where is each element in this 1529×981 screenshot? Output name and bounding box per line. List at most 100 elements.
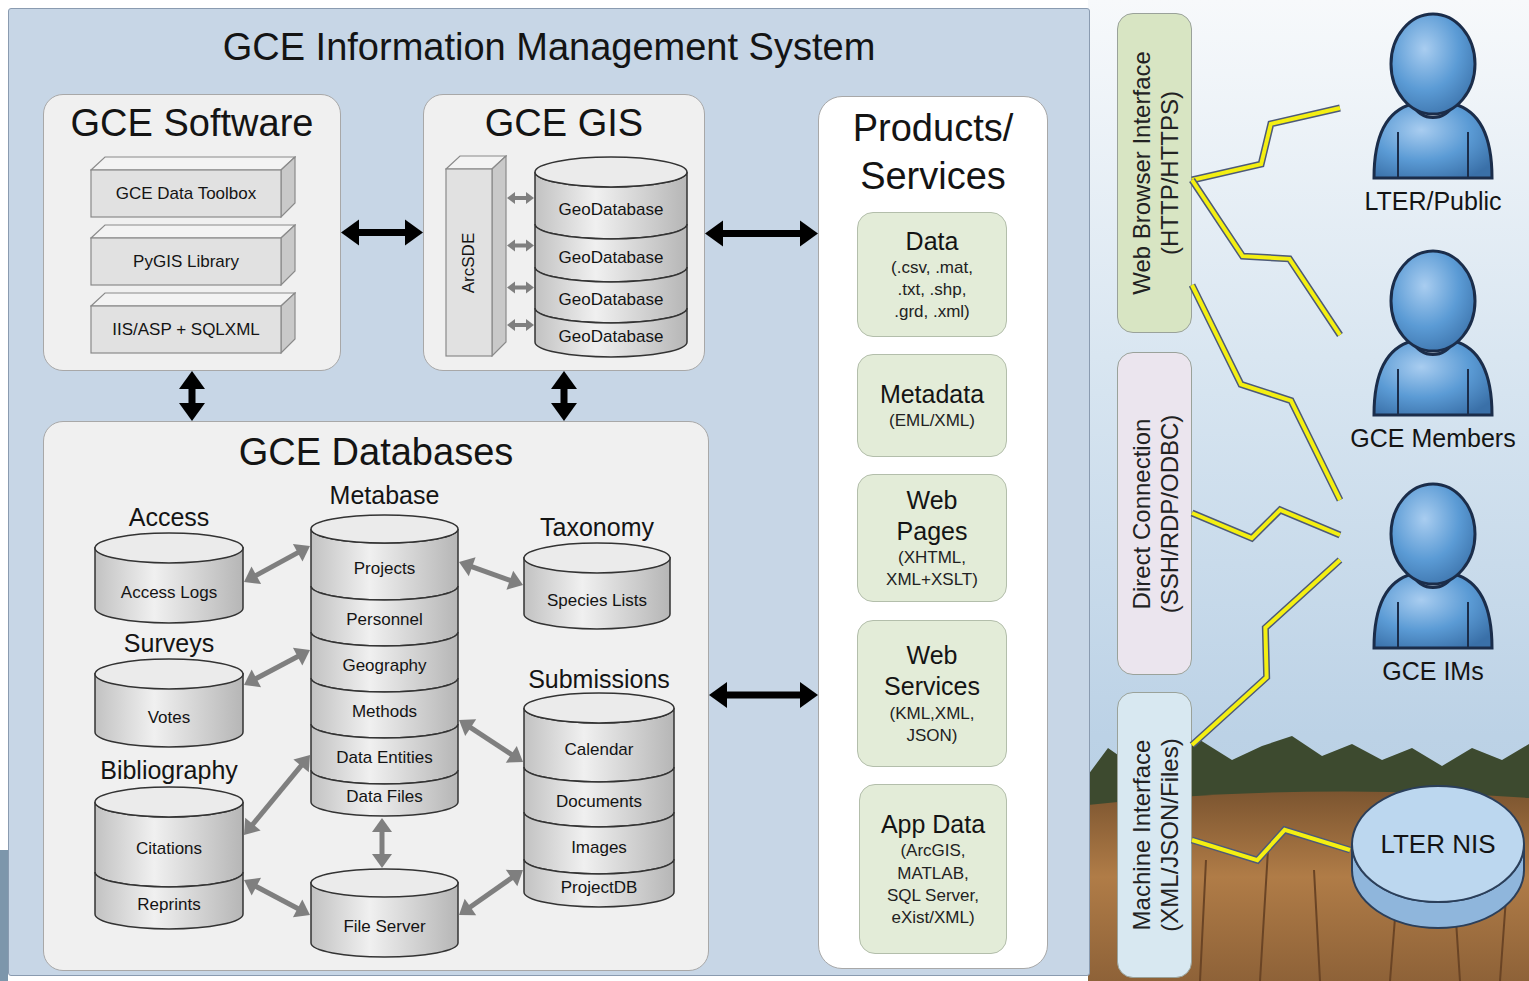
store-body: File Server [310,868,459,958]
cylinder-top [95,787,243,817]
table-segment: Citations [94,802,244,872]
store-name: Bibliography [94,754,244,786]
cylinder-segment-shape [94,787,244,887]
lightning-link [1192,830,1350,860]
geodatabase: GeoDatabase [534,224,688,267]
table-segment: Projects [310,529,459,586]
interface-band: Direct Connection(SSH/RDP/ODBC) [1117,352,1192,675]
arrow-head [551,371,577,389]
arrow-head [244,878,261,896]
database-stack: MetabaseProjectsPersonnelGeographyMethod… [310,480,459,818]
segment-face: GeoDatabase [534,184,688,236]
connector [459,870,523,915]
connector-line [513,244,527,248]
store-name: Submissions [523,664,675,694]
server-label: LTER NIS [1350,829,1526,860]
interface-band: Web Browser Interface(HTTP/HTTPS) [1117,13,1192,333]
connector-line [470,566,513,581]
connector [179,371,205,421]
gis-panel: GCE GISArcSDEGeoDatabaseGeoDatabaseGeoDa… [423,94,705,371]
geodatabase: GeoDatabase [534,172,688,224]
connector [507,319,534,331]
database-stack: BibliographyCitationsReprints [94,754,244,930]
arrow-head [551,403,577,421]
interface-label: Machine Interface [1127,695,1155,975]
segment-label: Methods [310,702,459,722]
store-body: Votes [94,658,244,748]
panel-title: GCE Software [53,95,331,147]
product-name: Metadata [867,379,997,410]
connector [459,719,523,762]
cylinder-segment-shape [523,752,675,827]
connector [372,818,392,868]
box-face: PyGIS Library [90,238,282,286]
segment-body [311,770,458,816]
person-label: GCE IMs [1340,657,1526,686]
module-label: ArcSDE [459,169,479,357]
connector-line [380,829,385,857]
cylinder-face: File Server [310,896,459,958]
person-head [1391,251,1475,351]
arrow-head [459,557,476,576]
interface-label: (SSH/RDP/ODBC) [1155,355,1183,672]
product-name: Web Pages [887,485,977,548]
connector-line [468,726,513,756]
store-name: Metabase [310,480,459,510]
person-arms [1398,132,1468,178]
cylinder-shape [523,542,671,630]
box-front [91,306,281,353]
arrow-head [179,371,205,389]
water-strip [0,850,8,981]
segment-face: Images [523,824,675,871]
arrow-head [459,899,476,915]
connector [507,240,534,252]
interface-label: Web Browser Interface [1127,16,1155,330]
person-arms [1398,602,1468,648]
segment-label: Personnel [310,610,459,630]
interface-label: (XML/JSON/Files) [1155,695,1183,975]
lightning-link [1192,560,1340,745]
cylinder-segment-shape [310,515,459,600]
panel-title: GCE Information Management System [18,9,1080,71]
database-cylinder: File Server [310,868,459,958]
product-name: App Data [868,809,998,840]
table-segment: Personnel [310,586,459,632]
arrow-head [507,319,515,331]
table-segment: Reprints [94,872,244,914]
user-icon: LTER/Public [1340,8,1526,220]
arrow-head [459,719,476,736]
panel-title: GCE GIS [433,95,695,147]
connector [507,192,534,204]
cylinder-segment-shape [310,618,459,692]
arrow-head [405,220,423,246]
connector [551,371,577,421]
segment-label: Reprints [94,895,244,915]
arrow-head [179,403,205,421]
interface-label: Direct Connection [1127,355,1155,672]
segment-body [535,267,687,323]
rotated-label: Direct Connection(SSH/RDP/ODBC) [1119,355,1190,672]
segment-label: GeoDatabase [534,200,688,220]
segment-body [535,308,687,357]
segment-face: GeoDatabase [534,279,688,320]
store-body: Species Lists [523,542,671,630]
segment-label: ProjectDB [523,878,675,898]
segment-face: Data Entities [310,735,459,781]
segment-body [311,586,458,646]
segment-face: GeoDatabase [534,236,688,279]
segment-label: GeoDatabase [534,290,688,310]
databases-panel: GCE DatabasesAccessAccess LogsMetabasePr… [43,421,709,971]
segment-label: Images [523,838,675,858]
product-box: Metadata(EML/XML) [857,354,1007,457]
geodatabase: GeoDatabase [534,267,688,308]
person-head [1391,484,1475,584]
sky [1088,0,1529,981]
table-segment: ProjectDB [523,859,675,892]
lightning-link [1192,285,1340,500]
arrow-head [526,282,534,294]
connector-line [513,286,527,290]
segment-body [311,678,458,738]
cylinder-shape [94,532,244,624]
connector-line [254,655,300,680]
connector-line [513,196,527,200]
